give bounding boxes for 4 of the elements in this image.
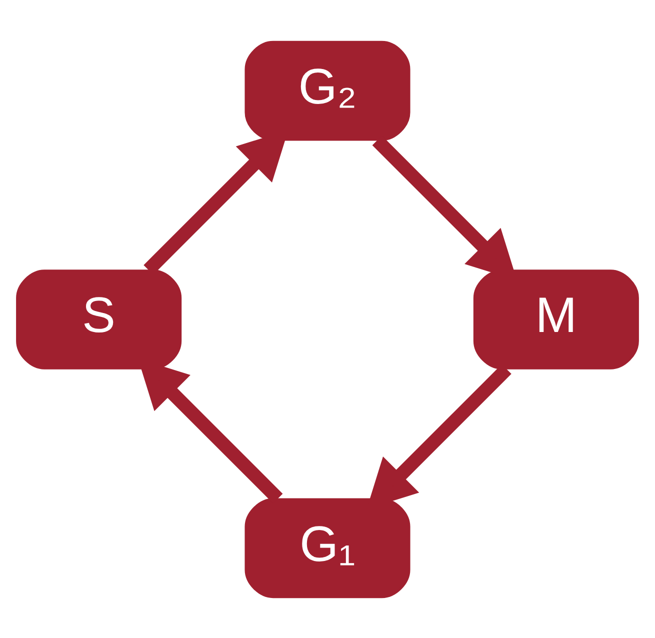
node-box: M bbox=[473, 269, 639, 369]
node-box: G₁ bbox=[244, 498, 410, 598]
node-box: G₂ bbox=[244, 40, 410, 140]
node-box: S bbox=[16, 269, 182, 369]
